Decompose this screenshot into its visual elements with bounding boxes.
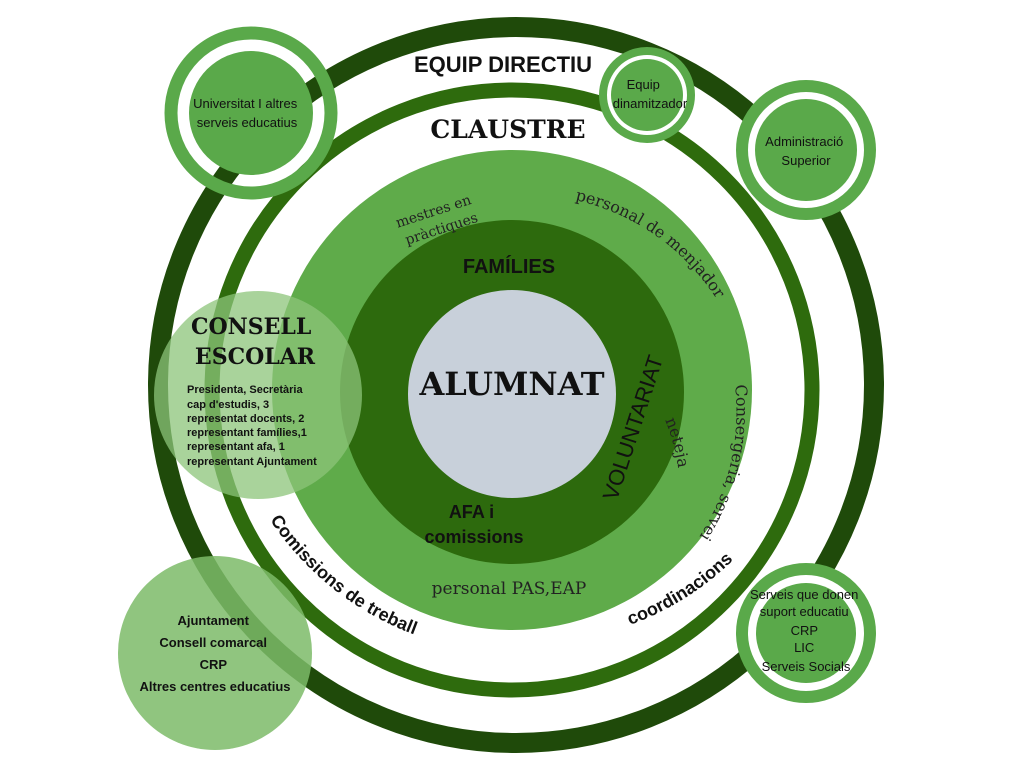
consell-title-2: ESCOLAR <box>195 344 316 370</box>
svg-text:Equip dinamitzador: Equip dinamitzador <box>613 77 688 111</box>
afa-label-1: AFA i <box>449 502 494 522</box>
consell-line-2: cap d'estudis, 3 <box>187 399 269 411</box>
consell-line-5: representant afa, 1 <box>187 441 285 453</box>
families-label: FAMÍLIES <box>463 255 555 278</box>
ajuntament-line-2: Consell comarcal <box>159 635 267 650</box>
universitat-label-2: serveis educatius <box>197 115 298 130</box>
serveis-label-3: CRP <box>791 623 818 638</box>
ajuntament-line-1: Ajuntament <box>177 613 249 628</box>
consell-line-6: representant Ajuntament <box>187 456 317 468</box>
universitat-circle: Universitat I altres serveis educatius <box>164 26 338 200</box>
administracio-label-2: Superior <box>781 153 831 168</box>
serveis-label-5: Serveis Socials <box>762 659 851 674</box>
serveis-label-2: suport educatiu <box>760 604 849 619</box>
svg-text:Universitat I altres ser: Universitat I altres serveis educatius <box>193 96 301 130</box>
administracio-circle: Administració Superior <box>736 80 876 220</box>
svg-text:Serveis que donen suport: Serveis que donen suport educatiu CRP LI… <box>750 587 862 674</box>
ajuntament-line-3: CRP <box>200 657 228 672</box>
serveis-circle: Serveis que donen suport educatiu CRP LI… <box>736 563 876 703</box>
alumnat-label: ALUMNAT <box>418 365 604 403</box>
claustre-label: CLAUSTRE <box>430 115 585 144</box>
svg-text:Administració Superior: Administració Superior <box>765 134 847 168</box>
equip-dinamitzador-circle: Equip dinamitzador <box>599 47 695 143</box>
svg-text:CONSELL ESCOLAR: CONSELL ESCOLAR <box>191 314 319 370</box>
ajuntament-circle: Ajuntament Consell comarcal CRP Altres c… <box>118 556 312 750</box>
alumnat-disk <box>408 290 616 498</box>
consell-escolar-circle: CONSELL ESCOLAR Presidenta, Secretària c… <box>154 291 362 499</box>
serveis-label-1: Serveis que donen <box>750 587 858 602</box>
svg-text:Presidenta, Secretària c: Presidenta, Secretària cap d'estudis, 3 … <box>187 384 317 468</box>
consell-line-4: representant famílies,1 <box>187 427 307 439</box>
universitat-label-1: Universitat I altres <box>193 96 298 111</box>
equip-dinamitzador-label-2: dinamitzador <box>613 96 688 111</box>
svg-text:AFA i comissions: AFA i comissions <box>424 502 523 547</box>
equip-dinamitzador-label-1: Equip <box>627 77 660 92</box>
svg-text:Ajuntament Consell comar: Ajuntament Consell comarcal CRP Altres c… <box>139 613 290 694</box>
serveis-label-4: LIC <box>794 640 814 655</box>
consell-title-1: CONSELL <box>191 314 311 340</box>
pas-label: personal PAS,EAP <box>432 579 587 599</box>
ajuntament-line-4: Altres centres educatius <box>139 679 290 694</box>
afa-label-2: comissions <box>424 527 523 547</box>
administracio-label-1: Administració <box>765 134 843 149</box>
consell-line-3: representat docents, 2 <box>187 413 304 425</box>
consell-line-1: Presidenta, Secretària <box>187 384 303 396</box>
equip-directiu-label: EQUIP DIRECTIU <box>414 52 592 77</box>
